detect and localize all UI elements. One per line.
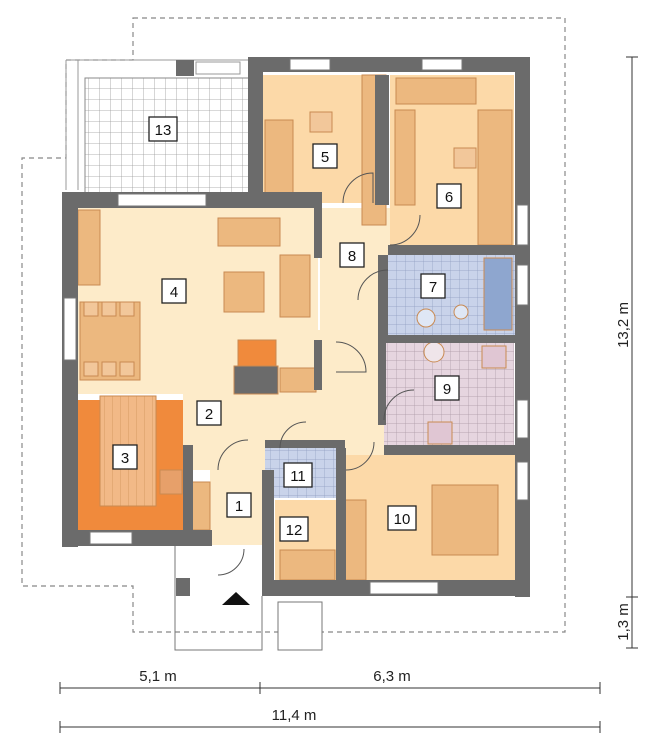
svg-text:10: 10 (394, 511, 411, 528)
room-13: 13 (148, 116, 178, 142)
room-6: 6 (436, 183, 462, 209)
dimension-lines (59, 56, 638, 733)
room-7: 7 (420, 273, 446, 299)
dimension-height-main: 13,2 m (615, 302, 632, 348)
svg-text:9: 9 (443, 381, 451, 398)
room-1: 1 (226, 492, 252, 518)
room-5: 5 (312, 143, 338, 169)
room-11: 11 (283, 462, 313, 488)
windows (63, 58, 529, 595)
entrance-porch (174, 546, 323, 651)
dimension-height-small: 1,3 m (615, 603, 632, 641)
room-labels: 1 2 3 4 5 6 7 8 9 10 11 12 13 (112, 116, 462, 542)
room-2: 2 (196, 400, 222, 426)
svg-text:13: 13 (155, 122, 172, 139)
dimension-width-right: 6,3 m (373, 668, 411, 685)
room-4: 4 (161, 278, 187, 304)
svg-text:7: 7 (429, 279, 437, 296)
room-10: 10 (387, 505, 417, 531)
dimension-width-left: 5,1 m (139, 668, 177, 685)
entrance-arrow-icon (222, 592, 250, 605)
room-8: 8 (339, 242, 365, 268)
svg-text:5: 5 (321, 149, 329, 166)
svg-text:11: 11 (290, 468, 306, 485)
svg-text:4: 4 (170, 284, 178, 301)
svg-text:12: 12 (286, 522, 303, 539)
dimension-width-total: 11,4 m (272, 707, 317, 724)
svg-text:6: 6 (445, 189, 453, 206)
room-9: 9 (434, 375, 460, 401)
svg-text:1: 1 (235, 498, 243, 515)
room-3: 3 (112, 444, 138, 470)
svg-text:8: 8 (348, 248, 356, 265)
room-12: 12 (279, 516, 309, 542)
svg-text:3: 3 (121, 450, 129, 467)
doors (217, 172, 421, 576)
svg-text:2: 2 (205, 406, 213, 423)
